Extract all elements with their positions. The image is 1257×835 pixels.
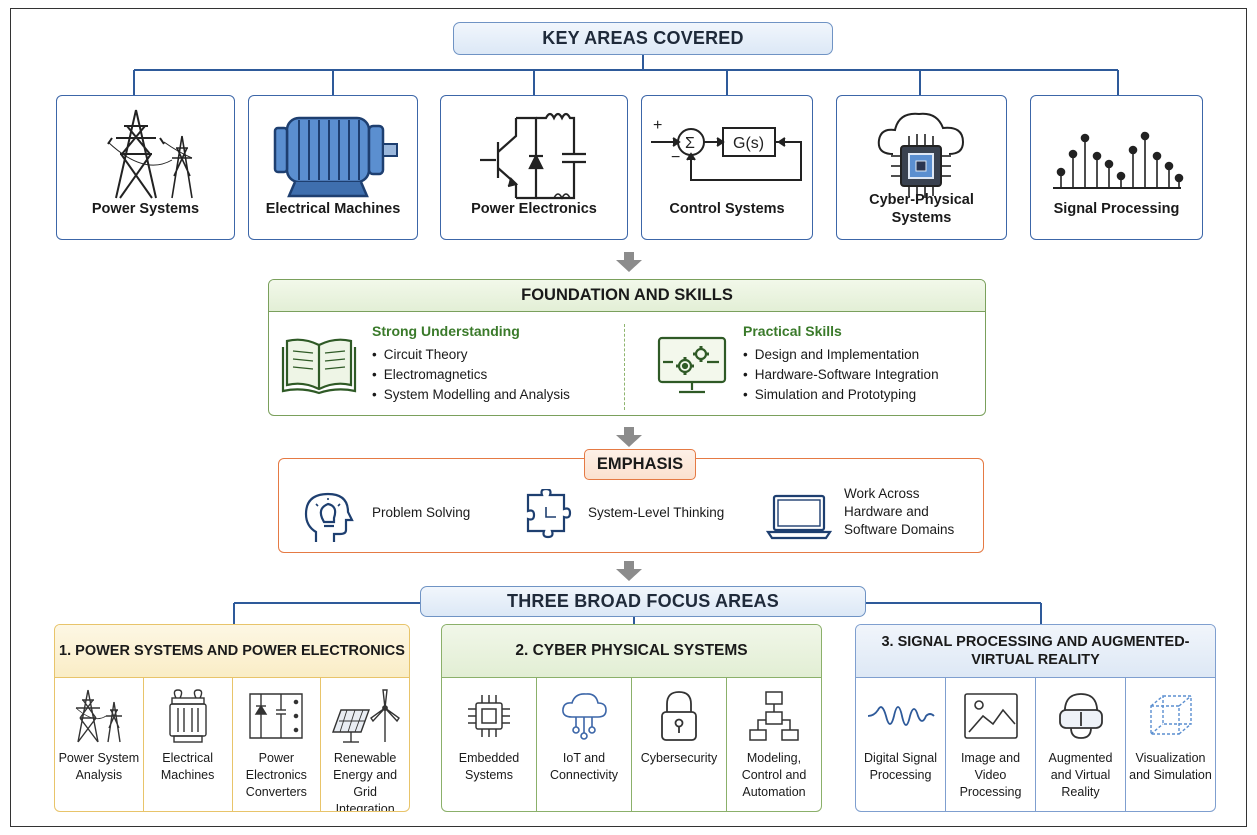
cloud-network-icon bbox=[537, 686, 631, 746]
focus-cell: Electrical Machines bbox=[142, 678, 232, 811]
card-signal-processing: Signal Processing bbox=[1030, 95, 1203, 240]
focus-cell-label: Power System Analysis bbox=[58, 751, 140, 782]
igbt-converter-icon bbox=[441, 104, 627, 204]
wireframe-cube-icon bbox=[1126, 686, 1215, 746]
focus-cell-label: Modeling, Control and Automation bbox=[741, 751, 807, 799]
foundation-panel: FOUNDATION AND SKILLS Strong Understandi… bbox=[268, 279, 986, 416]
card-cyber-physical: Cyber-Physical Systems bbox=[836, 95, 1007, 240]
focus-cell: Augmented and Virtual Reality bbox=[1035, 678, 1125, 811]
card-label: Cyber-Physical Systems bbox=[869, 192, 974, 226]
divider bbox=[624, 324, 625, 410]
svg-text:+: + bbox=[653, 117, 662, 134]
electric-motor-icon bbox=[249, 104, 417, 204]
puzzle-icon bbox=[526, 489, 572, 539]
focus-area-title: 3. SIGNAL PROCESSING AND AUGMENTED-VIRTU… bbox=[856, 625, 1215, 678]
card-label: Power Systems bbox=[91, 201, 200, 217]
focus-cell: Renewable Energy and Grid Integration bbox=[320, 678, 409, 811]
focus-area-title: 1. POWER SYSTEMS AND POWER ELECTRONICS bbox=[55, 625, 409, 678]
transmission-tower-icon bbox=[57, 104, 234, 204]
card-label: Power Electronics bbox=[471, 201, 597, 217]
focus-cell: Modeling, Control and Automation bbox=[726, 678, 821, 811]
diagram-frame bbox=[10, 8, 1247, 827]
focus-cell-label: Digital Signal Processing bbox=[864, 751, 937, 782]
focus-cell-label: Power Electronics Converters bbox=[245, 751, 307, 799]
solar-wind-icon bbox=[321, 686, 409, 746]
vr-headset-icon bbox=[1036, 686, 1125, 746]
list-item: Electromagnetics bbox=[372, 365, 570, 385]
laptop-icon bbox=[766, 494, 832, 540]
emphasis-item: System-Level Thinking bbox=[588, 505, 725, 520]
svg-text:G(s): G(s) bbox=[733, 135, 764, 152]
card-control-systems: + − Σ G(s) Control Systems bbox=[641, 95, 813, 240]
focus-cell-label: IoT and Connectivity bbox=[549, 751, 619, 782]
focus-cell-label: Embedded Systems bbox=[458, 751, 520, 782]
converter-circuit-icon bbox=[233, 686, 321, 746]
head-lightbulb-icon bbox=[304, 492, 354, 542]
discrete-signal-icon bbox=[1031, 104, 1202, 204]
open-book-icon bbox=[281, 338, 357, 395]
flowchart-icon bbox=[727, 686, 821, 746]
card-electrical-machines: Electrical Machines bbox=[248, 95, 418, 240]
card-power-electronics: Power Electronics bbox=[440, 95, 628, 240]
waveform-icon bbox=[856, 686, 945, 746]
card-label: Control Systems bbox=[669, 201, 785, 217]
list-item: Hardware-Software Integration bbox=[743, 365, 939, 385]
list-item: Circuit Theory bbox=[372, 345, 570, 365]
cloud-chip-icon bbox=[837, 104, 1006, 204]
svg-text:−: − bbox=[671, 149, 680, 166]
practical-list: Design and Implementation Hardware-Softw… bbox=[743, 345, 939, 405]
down-arrow-icon bbox=[616, 427, 642, 447]
focus-cell-label: Image and Video Processing bbox=[959, 751, 1022, 799]
list-item: System Modelling and Analysis bbox=[372, 385, 570, 405]
focus-area-title: 2. CYBER PHYSICAL SYSTEMS bbox=[442, 625, 821, 678]
focus-areas-title: THREE BROAD FOCUS AREAS bbox=[420, 586, 866, 617]
focus-cell: Cybersecurity bbox=[631, 678, 726, 811]
down-arrow-icon bbox=[616, 561, 642, 581]
focus-cell: Digital Signal Processing bbox=[856, 678, 945, 811]
practical-heading: Practical Skills bbox=[743, 323, 842, 339]
understanding-heading: Strong Understanding bbox=[372, 323, 520, 339]
focus-cell-label: Visualization and Simulation bbox=[1129, 751, 1212, 782]
focus-cell: IoT and Connectivity bbox=[536, 678, 631, 811]
microchip-icon bbox=[442, 686, 536, 746]
focus-area-power: 1. POWER SYSTEMS AND POWER ELECTRONICS P… bbox=[54, 624, 410, 812]
focus-cell: Visualization and Simulation bbox=[1125, 678, 1215, 811]
feedback-loop-icon: + − Σ G(s) bbox=[642, 104, 812, 204]
list-item: Simulation and Prototyping bbox=[743, 385, 939, 405]
image-icon bbox=[946, 686, 1035, 746]
focus-cell-label: Renewable Energy and Grid Integration bbox=[333, 751, 398, 812]
monitor-gears-icon bbox=[657, 336, 727, 394]
card-label: Electrical Machines bbox=[265, 201, 401, 217]
svg-text:Σ: Σ bbox=[685, 135, 695, 152]
list-item: Design and Implementation bbox=[743, 345, 939, 365]
transmission-tower-icon bbox=[55, 686, 143, 746]
down-arrow-icon bbox=[616, 252, 642, 272]
focus-cell: Power Electronics Converters bbox=[231, 678, 321, 811]
focus-cell-label: Augmented and Virtual Reality bbox=[1048, 751, 1113, 799]
focus-cell: Image and Video Processing bbox=[945, 678, 1035, 811]
focus-area-signal: 3. SIGNAL PROCESSING AND AUGMENTED-VIRTU… bbox=[855, 624, 1216, 812]
emphasis-item: Work Across Hardware and Software Domain… bbox=[844, 486, 955, 537]
focus-cell: Power System Analysis bbox=[55, 678, 143, 811]
transformer-icon bbox=[144, 686, 232, 746]
card-power-systems: Power Systems bbox=[56, 95, 235, 240]
key-areas-title: KEY AREAS COVERED bbox=[453, 22, 833, 55]
focus-area-cyber: 2. CYBER PHYSICAL SYSTEMS Embedded Syste… bbox=[441, 624, 822, 812]
emphasis-item: Problem Solving bbox=[372, 505, 471, 520]
focus-cell: Embedded Systems bbox=[442, 678, 536, 811]
emphasis-title: EMPHASIS bbox=[584, 449, 696, 480]
focus-cell-label: Electrical Machines bbox=[160, 751, 215, 782]
foundation-title: FOUNDATION AND SKILLS bbox=[269, 280, 985, 312]
focus-cell-label: Cybersecurity bbox=[640, 751, 718, 765]
understanding-list: Circuit Theory Electromagnetics System M… bbox=[372, 345, 570, 405]
card-label: Signal Processing bbox=[1053, 201, 1180, 217]
padlock-icon bbox=[632, 686, 726, 746]
